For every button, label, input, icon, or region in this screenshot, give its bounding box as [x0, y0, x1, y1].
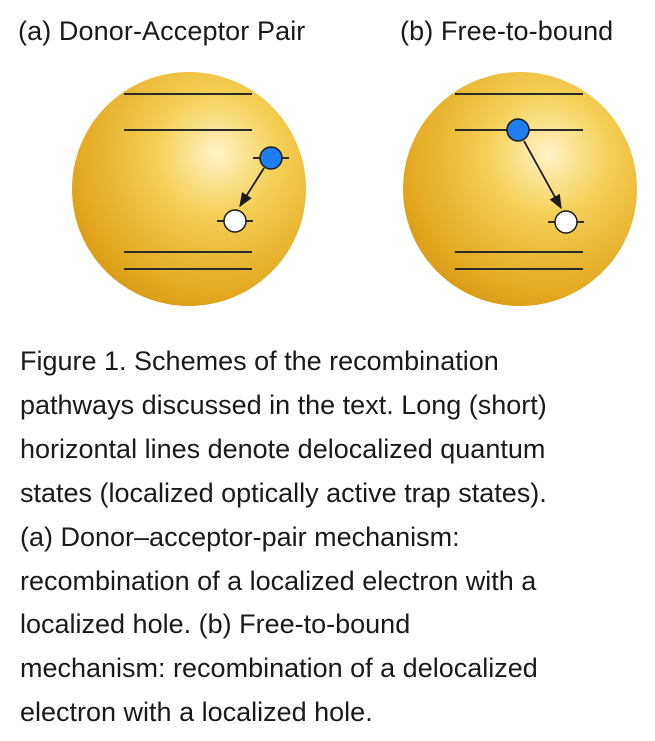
- caption-line: mechanism: recombination of a delocalize…: [20, 653, 538, 684]
- localized-hole: [554, 210, 578, 234]
- panel-a-title: (a) Donor-Acceptor Pair: [18, 16, 306, 46]
- sphere: [72, 72, 306, 306]
- caption-line: electron with a localized hole.: [20, 697, 373, 728]
- caption-line: localized hole. (b) Free-to-bound: [20, 609, 411, 640]
- donor-acceptor-pair-diagram: [72, 72, 306, 306]
- caption-line: states (localized optically active trap …: [20, 477, 547, 508]
- recombination-arrow: [239, 167, 265, 208]
- caption-line: pathways discussed in the text. Long (sh…: [20, 389, 547, 420]
- free-to-bound-diagram: [403, 72, 637, 306]
- localized-hole: [223, 209, 247, 233]
- caption-line: Figure 1. Schemes of the recombination: [20, 346, 499, 376]
- delocalized-electron: [506, 118, 530, 142]
- localized-electron: [259, 146, 283, 170]
- caption-line: recombination of a localized electron wi…: [20, 565, 537, 596]
- recombination-arrow: [523, 140, 562, 210]
- caption-line: horizontal lines denote delocalized quan…: [20, 433, 546, 464]
- caption-line: (a) Donor–acceptor-pair mechanism:: [20, 521, 460, 552]
- sphere: [403, 72, 637, 306]
- panel-b-title: (b) Free-to-bound: [400, 16, 614, 46]
- figure-caption: Figure 1. Schemes of the recombination p…: [20, 340, 645, 735]
